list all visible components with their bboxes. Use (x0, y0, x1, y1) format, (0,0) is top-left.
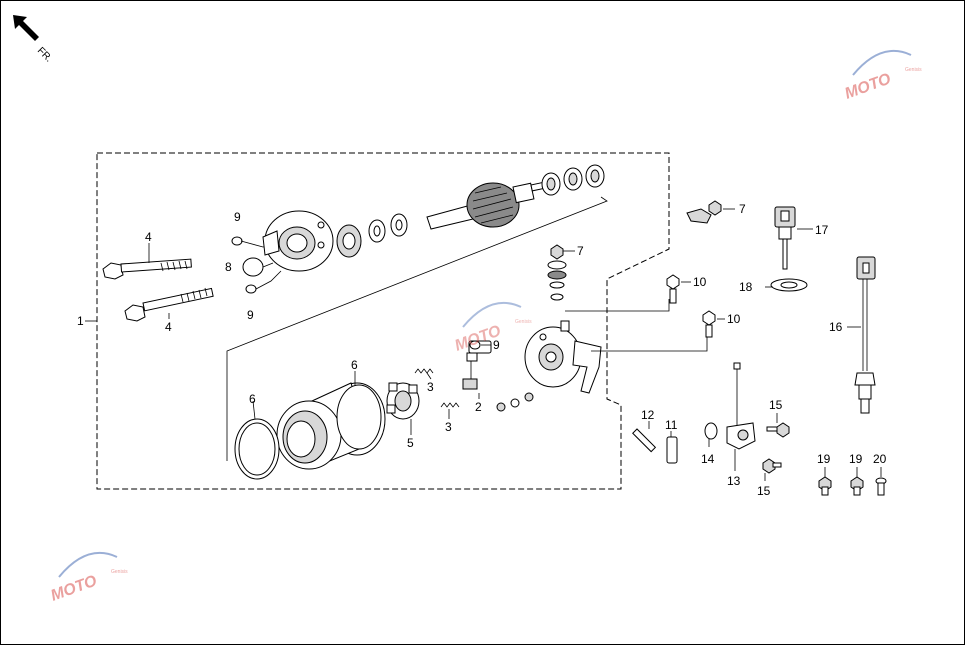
carbon-brush (462, 352, 478, 390)
small-nut-2 (524, 392, 534, 402)
watermark-top-right: MOTO Genisis (843, 50, 922, 103)
callout-label: 1 (77, 314, 84, 328)
long-bolt-upper (102, 258, 192, 280)
assembly-guide-line (226, 196, 608, 461)
callout-label: 9 (493, 338, 500, 352)
callout-label: 3 (445, 420, 452, 434)
flange-bolt-lower (702, 310, 716, 338)
o-ring-sensor (704, 422, 718, 440)
callout-label: 15 (769, 398, 783, 412)
front-direction-label: FR. (35, 45, 54, 64)
callout-label: 15 (757, 484, 771, 498)
gasket-rear (336, 384, 382, 450)
callout-label: 18 (739, 280, 753, 294)
brush-spring-lower (440, 402, 460, 408)
hex-bolt-19b (850, 476, 864, 496)
small-washer-1 (510, 398, 520, 408)
ground-cable-terminal (686, 200, 722, 224)
dowel-pin-long (632, 428, 657, 453)
callout-label: 19 (849, 452, 863, 466)
small-nut-1 (496, 402, 506, 412)
callout-label: 10 (693, 275, 707, 289)
callout-label: 12 (641, 408, 655, 422)
callout-label: 9 (234, 210, 241, 224)
callout-label: 7 (739, 202, 746, 216)
assembly-boundary (96, 152, 670, 490)
armature (426, 181, 547, 230)
oxygen-sensor (854, 256, 876, 414)
screw-20 (875, 477, 887, 496)
terminal-nut-stack (547, 244, 567, 301)
callout-label: 2 (475, 400, 482, 414)
callout-label: 7 (577, 244, 584, 258)
callout-label: 5 (407, 436, 414, 450)
callout-label: 11 (665, 418, 678, 432)
o-ring-small-upper (231, 236, 243, 246)
callout-label: 19 (817, 452, 831, 466)
front-cover (262, 210, 334, 272)
watermark-bottom-left: MOTO Genisis (49, 552, 128, 605)
callout-label: 20 (873, 452, 887, 466)
brush-spring-upper (414, 368, 434, 374)
callout-label: 10 (727, 312, 741, 326)
callout-label: 6 (351, 358, 358, 372)
flange-bolt-upper (666, 274, 680, 304)
temperature-sensor (774, 206, 796, 270)
small-bolt-upper (766, 422, 790, 438)
callout-label: 17 (815, 223, 829, 237)
watermark-tagline: Genisis (111, 569, 128, 575)
rear-cover (524, 320, 602, 394)
callout-label: 8 (225, 260, 232, 274)
speed-sensor (726, 362, 756, 450)
callout-label: 4 (165, 320, 172, 334)
small-bolt-lower (762, 458, 782, 474)
long-bolt-lower (124, 287, 214, 322)
hex-bolt-19a (818, 476, 832, 496)
callout-label: 9 (247, 308, 254, 322)
callout-label: 4 (145, 230, 152, 244)
callout-label: 16 (829, 320, 843, 334)
callout-label: 13 (727, 474, 741, 488)
lock-plate (336, 224, 362, 258)
front-direction-arrow-icon (13, 15, 39, 41)
o-ring-large (242, 257, 264, 277)
callout-labels: 1 2 3 3 4 4 5 6 6 7 7 8 9 9 9 10 10 11 1… (77, 202, 887, 498)
watermark-tagline: Genisis (905, 67, 922, 73)
watermark-logo: MOTO (49, 572, 100, 604)
o-ring-small-mid (469, 340, 481, 350)
brush-holder (386, 382, 420, 420)
callout-label: 6 (249, 392, 256, 406)
watermark-tagline: Genisis (515, 319, 532, 325)
callout-label: 3 (427, 380, 434, 394)
watermark-logo: MOTO (843, 70, 894, 102)
o-ring-small-lower (245, 284, 257, 294)
callout-label: 14 (701, 452, 715, 466)
dowel-pin-short (666, 436, 678, 464)
